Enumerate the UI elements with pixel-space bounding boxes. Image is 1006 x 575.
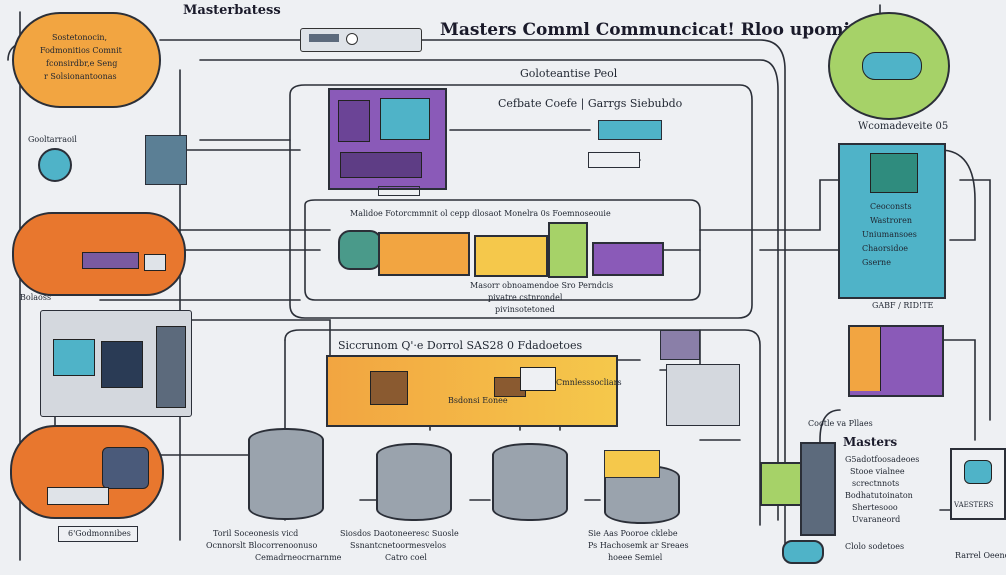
header-subtitle: Goloteantise Peol <box>520 67 618 80</box>
router-device <box>300 28 422 52</box>
small-tag <box>378 186 420 196</box>
purple-server-module <box>328 88 447 190</box>
workstation-icon <box>40 310 192 417</box>
center-strip-sub2: pivatre cstnrondel <box>488 293 563 302</box>
right-mid-caption: Cootle va Pllaes <box>808 419 873 428</box>
right-cloud-caption: Wcomadeveite 05 <box>858 121 949 132</box>
masters-line-1: G5adotfoosadeoes <box>845 455 920 464</box>
teal-capsule-icon <box>782 540 824 564</box>
center-strip-sub3: pivinsotetoned <box>495 305 555 314</box>
center-row-caption: Siccrunom Q'·e Dorrol SAS28 0 Fdadoetoes <box>338 339 583 352</box>
storage-cylinder-icon <box>338 230 382 270</box>
left-orange-bubble: Sostetonocin, Fodmonitios Comnit fconsir… <box>12 12 161 108</box>
network-node-icon <box>38 148 72 182</box>
orange-central-panel: Cmnlesssocliars Bsdonsi Eonee <box>326 355 622 427</box>
server-tower-icon <box>800 442 836 536</box>
main-title: Masters Comml Communcicat! Rloo upomites <box>440 20 879 40</box>
teal-device <box>598 120 662 140</box>
purple-device-box <box>848 325 944 397</box>
green-file-cabinet-icon <box>548 222 588 278</box>
masters-line-6: Uvaraneord <box>852 515 901 524</box>
left-mid-bubble <box>12 212 186 296</box>
masters-footer: Clolo sodetoes <box>845 542 905 551</box>
masters-line-2: Stooe vialnee <box>850 467 905 476</box>
masters-label: Masters <box>843 435 898 449</box>
cloud-icon <box>828 12 950 120</box>
right-mid-note: GABF / RID!TE <box>872 301 934 310</box>
green-monitor-icon <box>760 462 806 506</box>
masters-line-4: Bodhatutoinaton <box>845 491 913 500</box>
db4-caption-3: hoeee Semiel <box>608 553 663 562</box>
label-tag <box>588 152 640 168</box>
db4-caption-2: Ps Hachosemk ar Sreaes <box>588 541 689 550</box>
db2-caption-2: Ssnantcnetoormesvelos <box>350 541 447 550</box>
bottom-left-box <box>58 526 138 542</box>
top-left-label: Masterbatess <box>183 3 281 18</box>
db1-caption-1: Toril Soceonesis vicd <box>213 529 299 538</box>
database-icon-3 <box>492 443 568 521</box>
device-cluster <box>666 364 740 426</box>
center-strip-sub1: Masorr obnoamendoe Sro Perndcis <box>470 281 614 290</box>
left-section-label: Bolaoss <box>20 293 52 302</box>
gray-panel <box>660 330 700 360</box>
yellow-drive-1 <box>378 232 470 276</box>
left-node-label: Gooltarraoil <box>28 135 77 144</box>
yellow-drive-2 <box>474 235 548 277</box>
db4-caption-1: Sie Aas Pooroe cklebe <box>588 529 678 538</box>
yellow-card-icon <box>604 450 660 478</box>
vaesters-box: VAESTERS <box>950 448 1006 520</box>
masters-line-5: Shertesooo <box>852 503 898 512</box>
bottom-left-caption: 6'Godmonnibes <box>68 529 131 538</box>
db2-caption-3: Catro coel <box>385 553 427 562</box>
database-icon-2 <box>376 443 452 521</box>
database-icon-1 <box>248 428 324 520</box>
db1-caption-2: Ocnnorslt Blocorrenoonuso <box>206 541 318 550</box>
purple-box-icon <box>592 242 664 276</box>
bottom-right-foot: Rarrel Oeeno <box>955 551 1006 560</box>
db2-caption-1: Siosdos Daotoneeresc Suosle <box>340 529 459 538</box>
bottom-left-bubble <box>10 425 164 519</box>
masters-line-3: screctnnots <box>852 479 900 488</box>
center-strip-label: Malidoe Fotorcmmnit ol cepp dlosaot Mone… <box>350 209 611 218</box>
top-module-caption: Cefbate Coefe | Garrgs Siebubdo <box>498 97 683 110</box>
server-rack-icon <box>145 135 187 185</box>
db1-caption-3: Cemadrneocrnarnme <box>255 553 342 562</box>
right-teal-panel: Ceoconsts Wastroren Uniumansoes Chaorsid… <box>838 143 946 299</box>
